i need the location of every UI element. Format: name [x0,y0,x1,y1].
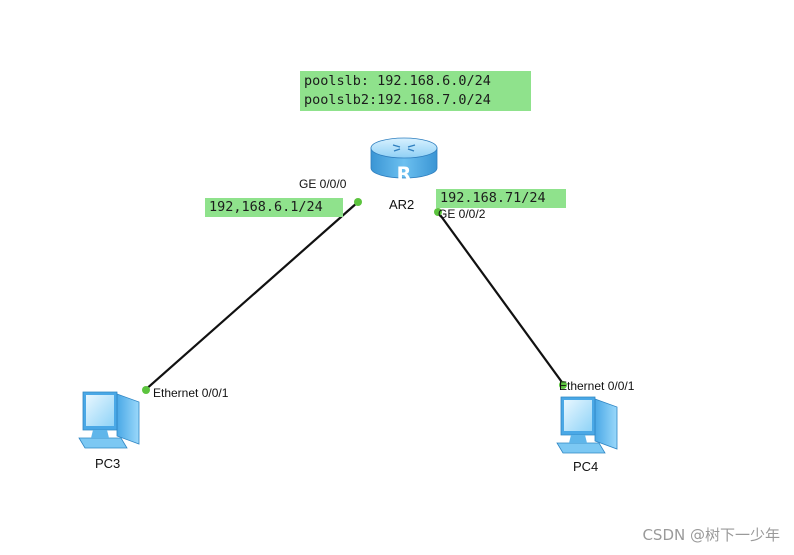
pc3-port: Ethernet 0/0/1 [153,386,229,400]
port-dot-ar2-ge002[interactable] [434,208,442,216]
pool-note-line2: poolslb2:192.168.7.0/24 [304,92,491,108]
pool-note-line1: poolslb: 192.168.6.0/24 [304,73,491,89]
pc3-name: PC3 [95,456,121,471]
port-dot-pc3-eth[interactable] [142,386,150,394]
port-dot-ar2-ge000[interactable] [354,198,362,206]
link-ar2-pc4[interactable] [437,211,565,386]
link-ar2-pc3[interactable] [143,201,359,392]
router-icon[interactable]: R [370,137,438,185]
router-port-right: GE 0/0/2 [438,207,486,221]
watermark: CSDN @树下一少年 [642,526,780,544]
pc4-port: Ethernet 0/0/1 [559,379,635,393]
port-dot-pc4-eth[interactable] [559,381,567,389]
router-icon-letter: R [397,163,412,185]
router-ip-left[interactable]: 192,168.6.1/24 [205,198,343,217]
pool-note[interactable]: poolslb: 192.168.6.0/24 poolslb2:192.168… [300,71,531,111]
router-port-left: GE 0/0/0 [299,177,347,191]
router-name: AR2 [389,197,415,212]
pc3-icon[interactable] [78,391,140,449]
pc4-name: PC4 [573,459,599,474]
pc4-icon[interactable] [556,396,618,454]
router-ip-right[interactable]: 192.168.71/24 [436,189,566,208]
